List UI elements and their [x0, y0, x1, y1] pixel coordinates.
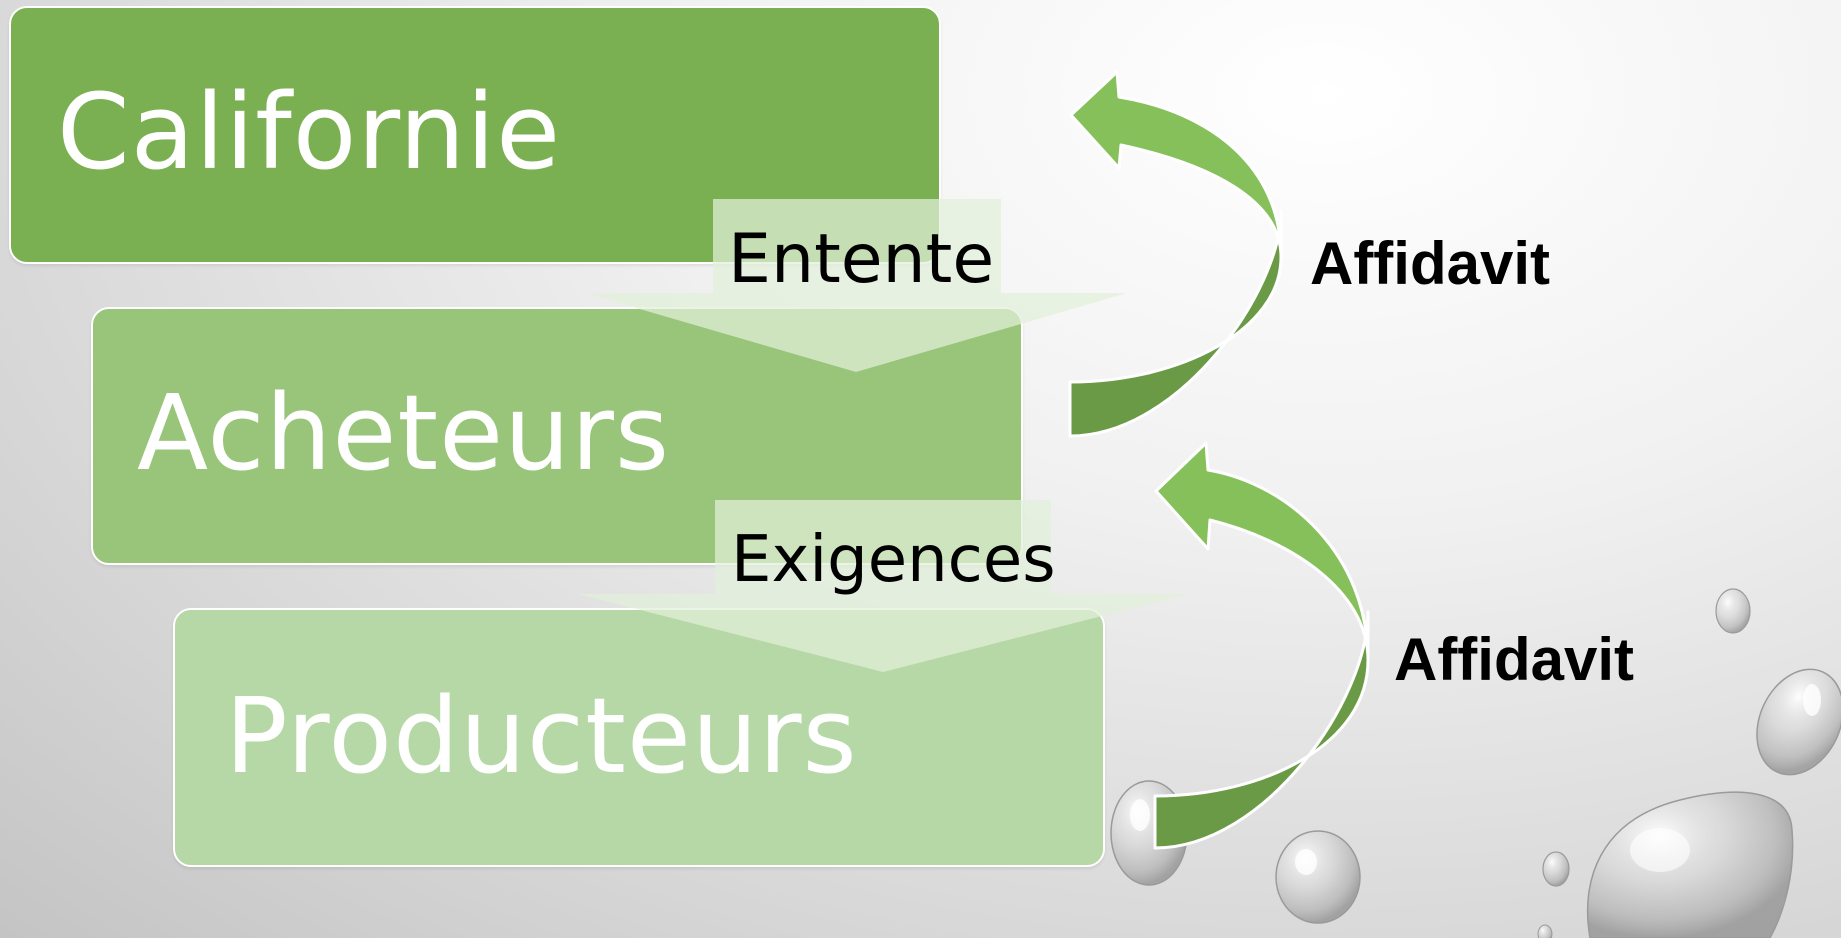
droplet — [1275, 830, 1361, 924]
producers-label: Producteurs — [225, 675, 858, 797]
down-arrow-entente — [585, 199, 1127, 372]
down-arrow-exigences — [578, 500, 1188, 672]
buyers-label: Acheteurs — [137, 372, 671, 494]
california-label: Californie — [57, 71, 562, 193]
affidavit-label-lower: Affidavit — [1394, 626, 1634, 693]
droplet — [1537, 924, 1553, 938]
affidavit-label-upper: Affidavit — [1310, 230, 1550, 297]
curved-arrow-lower — [1153, 441, 1370, 850]
curved-arrow-upper — [1068, 70, 1283, 438]
droplet — [1586, 791, 1794, 938]
droplet — [1715, 588, 1751, 634]
entente-label: Entente — [728, 220, 995, 299]
exigences-label: Exigences — [731, 523, 1056, 597]
droplet — [1542, 851, 1570, 887]
droplet — [1756, 668, 1841, 776]
